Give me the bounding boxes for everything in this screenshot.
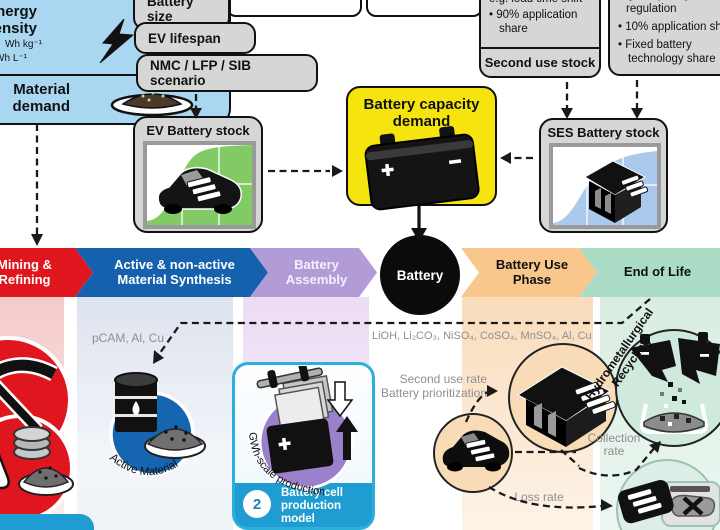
ses-battery-stock-box: SES Battery stock	[539, 118, 668, 233]
collection-rate-label: Collection rate	[587, 431, 641, 458]
ore-plate-icon	[18, 466, 74, 496]
press-rod-icon	[256, 366, 323, 389]
chevron-mining: Mining & Refining	[0, 248, 93, 297]
chevron-synthesis: Active & non-active Material Synthesis	[75, 248, 268, 297]
loss-icon	[616, 459, 720, 530]
second-use-stock-footer: Second use stock	[481, 47, 599, 76]
second-use-rate-label: Second use rate	[399, 372, 487, 386]
pcam-flow-label: pCAM, Al, Cu	[92, 331, 165, 345]
ev-battery-stock-box: EV Battery stock	[133, 116, 263, 233]
material-plate-icon	[110, 91, 194, 116]
second-use-house-icon	[508, 343, 618, 453]
battery-node-label: Battery	[396, 267, 444, 283]
mining-refining-icon	[0, 336, 74, 522]
second-use-params-box: e.g. load time shift • 90% application s…	[479, 0, 601, 78]
ev-car-icon	[157, 166, 242, 214]
energy-density-label: Energy density	[0, 3, 37, 37]
material-demand-label: Material demand	[12, 81, 70, 115]
loss-rate-label: Loss rate	[514, 490, 564, 504]
chevron-mining-label: Mining & Refining	[0, 256, 52, 287]
recycled-salts-label: LiOH, Li₂CO₃, NiSO₄, CoSO₄, MnSO₄, Al, C…	[372, 330, 592, 342]
cell-production-model-label: Battery cell production model	[281, 487, 344, 525]
pickaxe-icon	[0, 357, 58, 435]
flask-icon	[0, 453, 10, 490]
demand-battery-icon	[364, 126, 480, 211]
ev-lifespan-box: EV lifespan	[134, 22, 256, 54]
black-mass-beaker-icon	[639, 403, 709, 434]
grid-service-line3: • Fixed battery technology share	[618, 39, 716, 65]
battery-size-label: Battery size	[147, 0, 194, 24]
model-number-badge: 2	[243, 490, 271, 518]
powder-plate-icon	[144, 425, 206, 459]
electrode-stack-icon	[274, 374, 334, 432]
shred-particles	[660, 382, 686, 408]
chevron-usephase: Battery Use Phase	[461, 248, 597, 297]
chevron-assembly-label: Battery Assembly	[285, 256, 348, 287]
up-arrow-icon	[336, 416, 358, 460]
ev-lifespan-label: EV lifespan	[148, 30, 221, 46]
energy-density-unit2: Wh L⁻¹	[0, 53, 27, 64]
battery-node: Battery	[377, 232, 463, 318]
cell-production-label-bar: Battery cell production model 2	[235, 483, 372, 527]
metal-ingots-icon	[13, 426, 51, 460]
energy-density-unit1: Wh kg⁻¹	[5, 39, 42, 50]
ses-stock-chart	[549, 143, 661, 229]
ev-battery-stock-title: EV Battery stock	[146, 123, 250, 138]
chevron-assembly: Battery Assembly	[250, 248, 377, 297]
chevron-endoflife-label: End of Life	[623, 264, 692, 280]
battery-prioritization-label: Battery prioritization	[380, 386, 487, 400]
grid-service-params-box: e.g. frequency regulation • 10% applicat…	[608, 0, 720, 76]
lightning-icon	[99, 19, 135, 63]
gwh-production-icon: GWh-scale production	[246, 366, 358, 498]
grid-service-line2: • 10% application share	[618, 21, 720, 33]
barrel-icon	[114, 372, 158, 432]
ev-use-car-icon	[433, 413, 513, 493]
ev-stock-chart	[143, 141, 256, 229]
cropped-box-fragment-b	[366, 0, 483, 17]
cropped-model-label-fragment	[0, 514, 94, 530]
battery-capacity-demand-label: Battery capacity demand	[363, 96, 480, 130]
ses-house-icon	[584, 160, 649, 223]
chevron-endoflife: End of Life	[579, 248, 720, 297]
grid-service-line1: e.g. frequency regulation	[618, 0, 691, 15]
cell-pack-icon	[266, 418, 334, 474]
second-use-line2: • 90% application share	[489, 9, 578, 35]
chemistry-scenario-box: NMC / LFP / SIB scenario	[136, 54, 318, 92]
cropped-box-fragment-a	[226, 0, 362, 17]
ses-battery-stock-title: SES Battery stock	[547, 125, 660, 140]
chemistry-scenario-label: NMC / LFP / SIB scenario	[150, 58, 252, 88]
lost-battery-icon	[618, 479, 674, 524]
down-arrow-icon	[326, 381, 354, 418]
chevron-usephase-label: Battery Use Phase	[495, 256, 569, 287]
active-material-icon: Active Material	[107, 372, 206, 478]
second-use-line1: e.g. load time shift	[489, 0, 597, 6]
chevron-synthesis-label: Active & non-active Material Synthesis	[114, 256, 235, 287]
